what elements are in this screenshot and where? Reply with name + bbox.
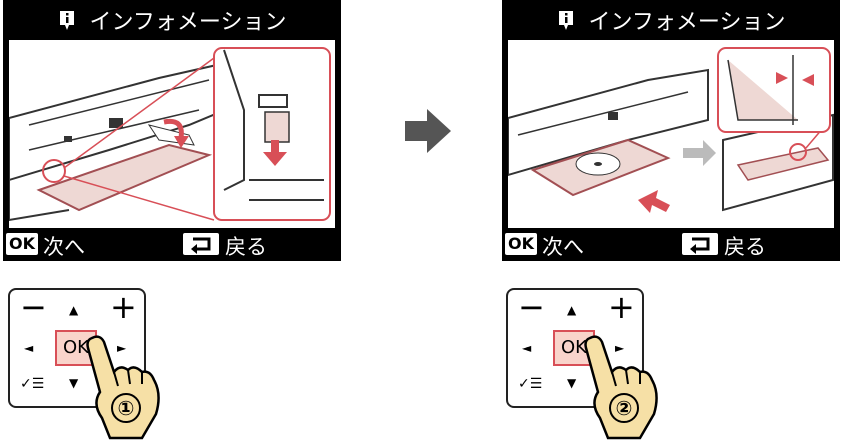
menu-list-icon[interactable]: ✓☰ — [518, 376, 543, 392]
cd-tray-illustration — [507, 47, 834, 213]
right-arrow-button[interactable]: ► — [615, 341, 625, 355]
ok-badge: OK — [505, 233, 537, 255]
minus-button[interactable]: − — [518, 288, 545, 326]
screen-title: インフォメーション — [588, 10, 786, 35]
up-arrow-button[interactable]: ▲ — [69, 303, 79, 317]
next-label: 次へ — [43, 235, 85, 259]
control-pad-step-1: − ▲ + ◄ OK ► ✓☰ ▼ — [8, 288, 146, 408]
printer-illustration — [507, 40, 834, 228]
left-arrow-button[interactable]: ◄ — [24, 341, 34, 355]
back-icon — [183, 233, 219, 255]
back-label: 戻る — [724, 235, 766, 259]
screen-title-bar: インフォメーション — [502, 0, 840, 40]
screen-bottom-bar: OK 次へ 戻る — [502, 228, 840, 261]
right-arrow-button[interactable]: ► — [117, 341, 127, 355]
down-arrow-button[interactable]: ▼ — [567, 376, 577, 390]
step-number: ① — [118, 396, 135, 420]
up-arrow-button[interactable]: ▲ — [567, 303, 577, 317]
back-label: 戻る — [225, 235, 267, 259]
pointing-hand-icon: ② — [584, 335, 658, 440]
screen-bottom-bar: OK 次へ 戻る — [3, 228, 341, 261]
screen-title-bar: インフォメーション — [3, 0, 341, 40]
lcd-screen-step-2: インフォメーション OK 次へ — [502, 0, 840, 261]
info-icon — [59, 11, 74, 30]
menu-list-icon[interactable]: ✓☰ — [20, 376, 45, 392]
plus-button[interactable]: + — [608, 288, 635, 326]
back-icon — [682, 233, 718, 255]
down-arrow-button[interactable]: ▼ — [69, 376, 79, 390]
plus-button[interactable]: + — [110, 288, 137, 326]
ok-badge: OK — [6, 233, 38, 255]
info-icon — [558, 11, 573, 30]
pointing-hand-icon: ① — [86, 335, 160, 440]
next-step-arrow-icon — [405, 109, 451, 153]
minus-button[interactable]: − — [20, 288, 47, 326]
next-label: 次へ — [542, 235, 584, 259]
left-arrow-button[interactable]: ◄ — [522, 341, 532, 355]
printer-tray-illustration — [8, 47, 331, 222]
screen-title: インフォメーション — [89, 10, 287, 35]
step-number: ② — [616, 396, 633, 420]
printer-illustration — [8, 40, 335, 228]
lcd-screen-step-1: インフォメーション — [3, 0, 341, 261]
